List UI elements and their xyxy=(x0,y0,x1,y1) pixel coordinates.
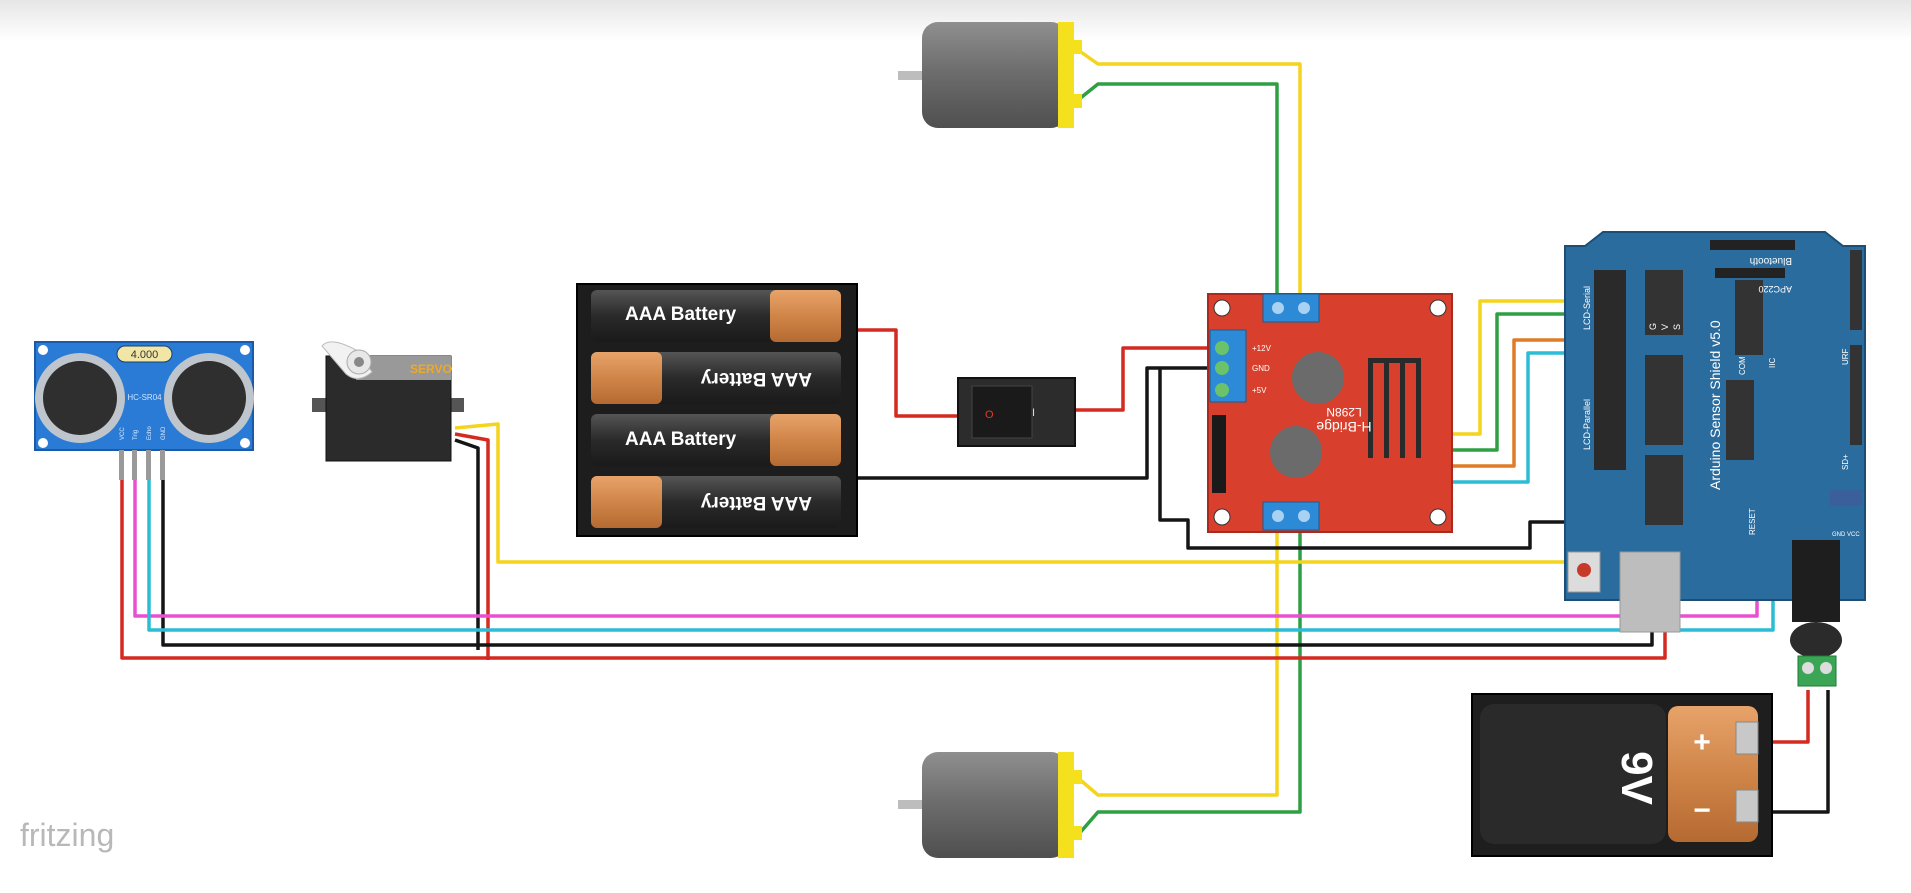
wire-top-motor-green xyxy=(1076,82,1279,300)
sensor-pin-trig: Trig xyxy=(133,430,139,440)
switch-off-symbol: O xyxy=(985,409,994,421)
aaa-cell-4: AAA Battery xyxy=(591,476,841,528)
shield-lcd-serial: LCD-Serial xyxy=(1582,286,1592,330)
sensor-display: 4.000 xyxy=(131,349,159,361)
hbridge-pin-5v: +5V xyxy=(1252,386,1267,395)
switch-on-symbol: I xyxy=(1032,407,1035,419)
wire-top-motor-yellow xyxy=(1076,48,1302,300)
svg-text:G: G xyxy=(1648,323,1658,330)
aaa-cell-1-label: AAA Battery xyxy=(625,304,737,325)
hbridge-capacitor-1 xyxy=(1292,352,1344,404)
wire-pack-red xyxy=(858,328,963,418)
hbridge-terminal-bottom xyxy=(1262,501,1320,531)
shield-sd: SD+ xyxy=(1841,454,1850,470)
shield-lcd-serial-header xyxy=(1594,270,1626,470)
battery-9v-label: 9V xyxy=(1612,751,1661,805)
hbridge-heatsink xyxy=(1368,358,1421,458)
aaa-cell-3: AAA Battery xyxy=(591,414,841,466)
wire-bottom-motor-yellow xyxy=(1076,530,1279,797)
shield-dc-jack xyxy=(1792,540,1840,622)
aaa-battery-pack[interactable]: AAA Battery AAA Battery AAA Battery AAA … xyxy=(576,283,858,537)
wire-bottom-motor-green xyxy=(1076,530,1302,837)
dc-motor-top[interactable] xyxy=(898,22,1082,128)
wire-9v-black xyxy=(1760,690,1830,814)
shield-iic: IIC xyxy=(1768,358,1777,368)
aaa-cell-1: AAA Battery xyxy=(591,290,841,342)
wire-pack-black xyxy=(858,366,1222,480)
fritzing-watermark: fritzing xyxy=(20,817,114,853)
shield-com: COM xyxy=(1738,356,1747,375)
hbridge-pin-12v: +12V xyxy=(1252,344,1272,353)
rocker-switch[interactable]: O I xyxy=(957,377,1076,447)
hbridge-control-header xyxy=(1212,415,1226,493)
shield-reset: RESET xyxy=(1748,508,1757,535)
sensor-pin-gnd: GND xyxy=(161,426,167,440)
sensor-model: HC-SR04 xyxy=(127,393,162,402)
aaa-cell-4-label: AAA Battery xyxy=(700,492,812,513)
hbridge-terminal-top xyxy=(1262,293,1320,323)
shield-title: Arduino Sensor Shield v5.0 xyxy=(1707,320,1723,490)
shield-lcd-parallel: LCD-Parallel xyxy=(1582,399,1592,450)
arduino-sensor-shield[interactable]: Arduino Sensor Shield v5.0 Bluetooth APC… xyxy=(1564,231,1866,687)
shield-usb-port xyxy=(1619,551,1681,633)
servo-motor[interactable]: SERVO xyxy=(312,341,464,462)
hbridge-power-labels: +12V GND +5V xyxy=(1252,344,1272,395)
h-bridge-module[interactable]: +12V GND +5V H-Bridge L298N xyxy=(1207,293,1453,533)
sensor-pin-labels: VCC Trig Echo GND xyxy=(120,426,167,440)
sensor-pin-vcc: VCC xyxy=(120,427,126,440)
shield-bluetooth: Bluetooth xyxy=(1750,255,1792,266)
wire-servo-black xyxy=(454,438,480,650)
battery-9v[interactable]: 9V + − xyxy=(1471,693,1773,857)
servo-label: SERVO xyxy=(410,362,452,376)
wire-sensor-cyan xyxy=(147,440,1790,632)
wire-9v-red xyxy=(1760,690,1810,744)
aaa-cell-2-label: AAA Battery xyxy=(700,368,812,389)
shield-gnd-vcc: GND VCC xyxy=(1832,532,1860,538)
wire-servo-red xyxy=(454,432,490,660)
svg-text:V: V xyxy=(1660,324,1670,330)
hbridge-capacitor-2 xyxy=(1270,426,1322,478)
ultrasonic-sensor[interactable]: 4.000 HC-SR04 VCC Trig Echo GND xyxy=(34,341,254,480)
shield-gvs-headers xyxy=(1645,250,1862,525)
sensor-pin-echo: Echo xyxy=(147,426,153,440)
hbridge-title: H-Bridge xyxy=(1316,419,1371,435)
shield-urf: URF xyxy=(1841,348,1850,365)
aaa-cell-3-label: AAA Battery xyxy=(625,429,737,450)
shield-gvs-labels: G V S xyxy=(1648,323,1682,330)
battery-9v-minus: − xyxy=(1693,794,1711,827)
hbridge-pin-gnd: GND xyxy=(1252,364,1270,373)
battery-9v-plus: + xyxy=(1693,726,1711,759)
aaa-cell-2: AAA Battery xyxy=(591,352,841,404)
svg-text:S: S xyxy=(1672,324,1682,330)
dc-motor-bottom[interactable] xyxy=(898,752,1082,858)
wire-switch-red xyxy=(1070,346,1222,412)
shield-apc220: APC220 xyxy=(1758,284,1792,294)
hbridge-model: L298N xyxy=(1326,405,1361,419)
